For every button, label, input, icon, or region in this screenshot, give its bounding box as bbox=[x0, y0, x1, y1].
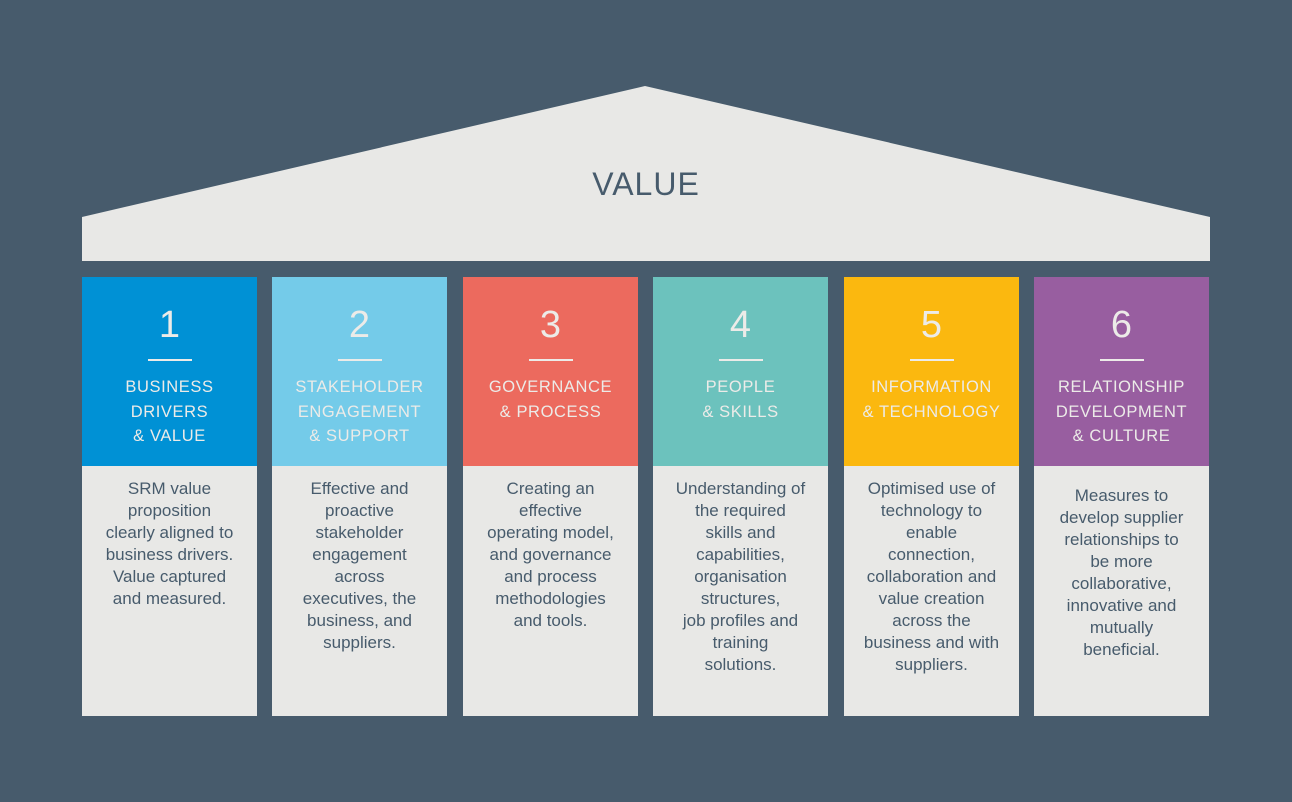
pillar-6: 6 RELATIONSHIP DEVELOPMENT & CULTURE Mea… bbox=[1034, 277, 1209, 716]
roof-shape bbox=[82, 86, 1210, 261]
pillar-number: 6 bbox=[1110, 304, 1133, 346]
pillar-title: BUSINESS DRIVERS & VALUE bbox=[125, 378, 214, 445]
pillar-description: SRM value proposition clearly aligned to… bbox=[82, 466, 257, 716]
pillar-title: RELATIONSHIP DEVELOPMENT & CULTURE bbox=[1055, 378, 1188, 445]
pillar-title: PEOPLE & SKILLS bbox=[702, 378, 779, 421]
divider bbox=[1099, 359, 1144, 361]
roof bbox=[82, 86, 1210, 261]
divider bbox=[337, 359, 382, 361]
pillar-header: 3 GOVERNANCE & PROCESS bbox=[463, 277, 638, 466]
pillar-title: INFORMATION & TECHNOLOGY bbox=[862, 378, 1001, 421]
divider bbox=[528, 359, 573, 361]
roof-title: VALUE bbox=[592, 166, 700, 202]
pillar-number: 4 bbox=[729, 304, 752, 346]
pillar-3: 3 GOVERNANCE & PROCESS Creating an effec… bbox=[463, 277, 638, 716]
pillar-description: Understanding of the required skills and… bbox=[653, 466, 828, 716]
pillar-number: 1 bbox=[158, 304, 181, 346]
pillar-4: 4 PEOPLE & SKILLS Understanding of the r… bbox=[653, 277, 828, 716]
pillar-header: 1 BUSINESS DRIVERS & VALUE bbox=[82, 277, 257, 466]
pillar-5: 5 INFORMATION & TECHNOLOGY Optimised use… bbox=[844, 277, 1019, 716]
pillar-description: Creating an effective operating model, a… bbox=[463, 466, 638, 716]
pillar-description: Effective and proactive stakeholder enga… bbox=[272, 466, 447, 716]
divider bbox=[147, 359, 192, 361]
pillar-number: 2 bbox=[348, 304, 371, 346]
pillar-number: 3 bbox=[539, 304, 562, 346]
pillar-header: 5 INFORMATION & TECHNOLOGY bbox=[844, 277, 1019, 466]
pillar-2: 2 STAKEHOLDER ENGAGEMENT & SUPPORT Effec… bbox=[272, 277, 447, 716]
pillar-header: 6 RELATIONSHIP DEVELOPMENT & CULTURE bbox=[1034, 277, 1209, 466]
pillar-number: 5 bbox=[920, 304, 943, 346]
divider bbox=[718, 359, 763, 361]
pillar-header: 2 STAKEHOLDER ENGAGEMENT & SUPPORT bbox=[272, 277, 447, 466]
pillar-title: GOVERNANCE & PROCESS bbox=[488, 378, 613, 421]
divider bbox=[909, 359, 954, 361]
pillar-header: 4 PEOPLE & SKILLS bbox=[653, 277, 828, 466]
pillar-description: Measures to develop supplier relationshi… bbox=[1034, 466, 1209, 716]
pillar-1: 1 BUSINESS DRIVERS & VALUE SRM value pro… bbox=[82, 277, 257, 716]
pillar-description: Optimised use of technology to enable co… bbox=[844, 466, 1019, 716]
pillar-title: STAKEHOLDER ENGAGEMENT & SUPPORT bbox=[295, 378, 424, 445]
